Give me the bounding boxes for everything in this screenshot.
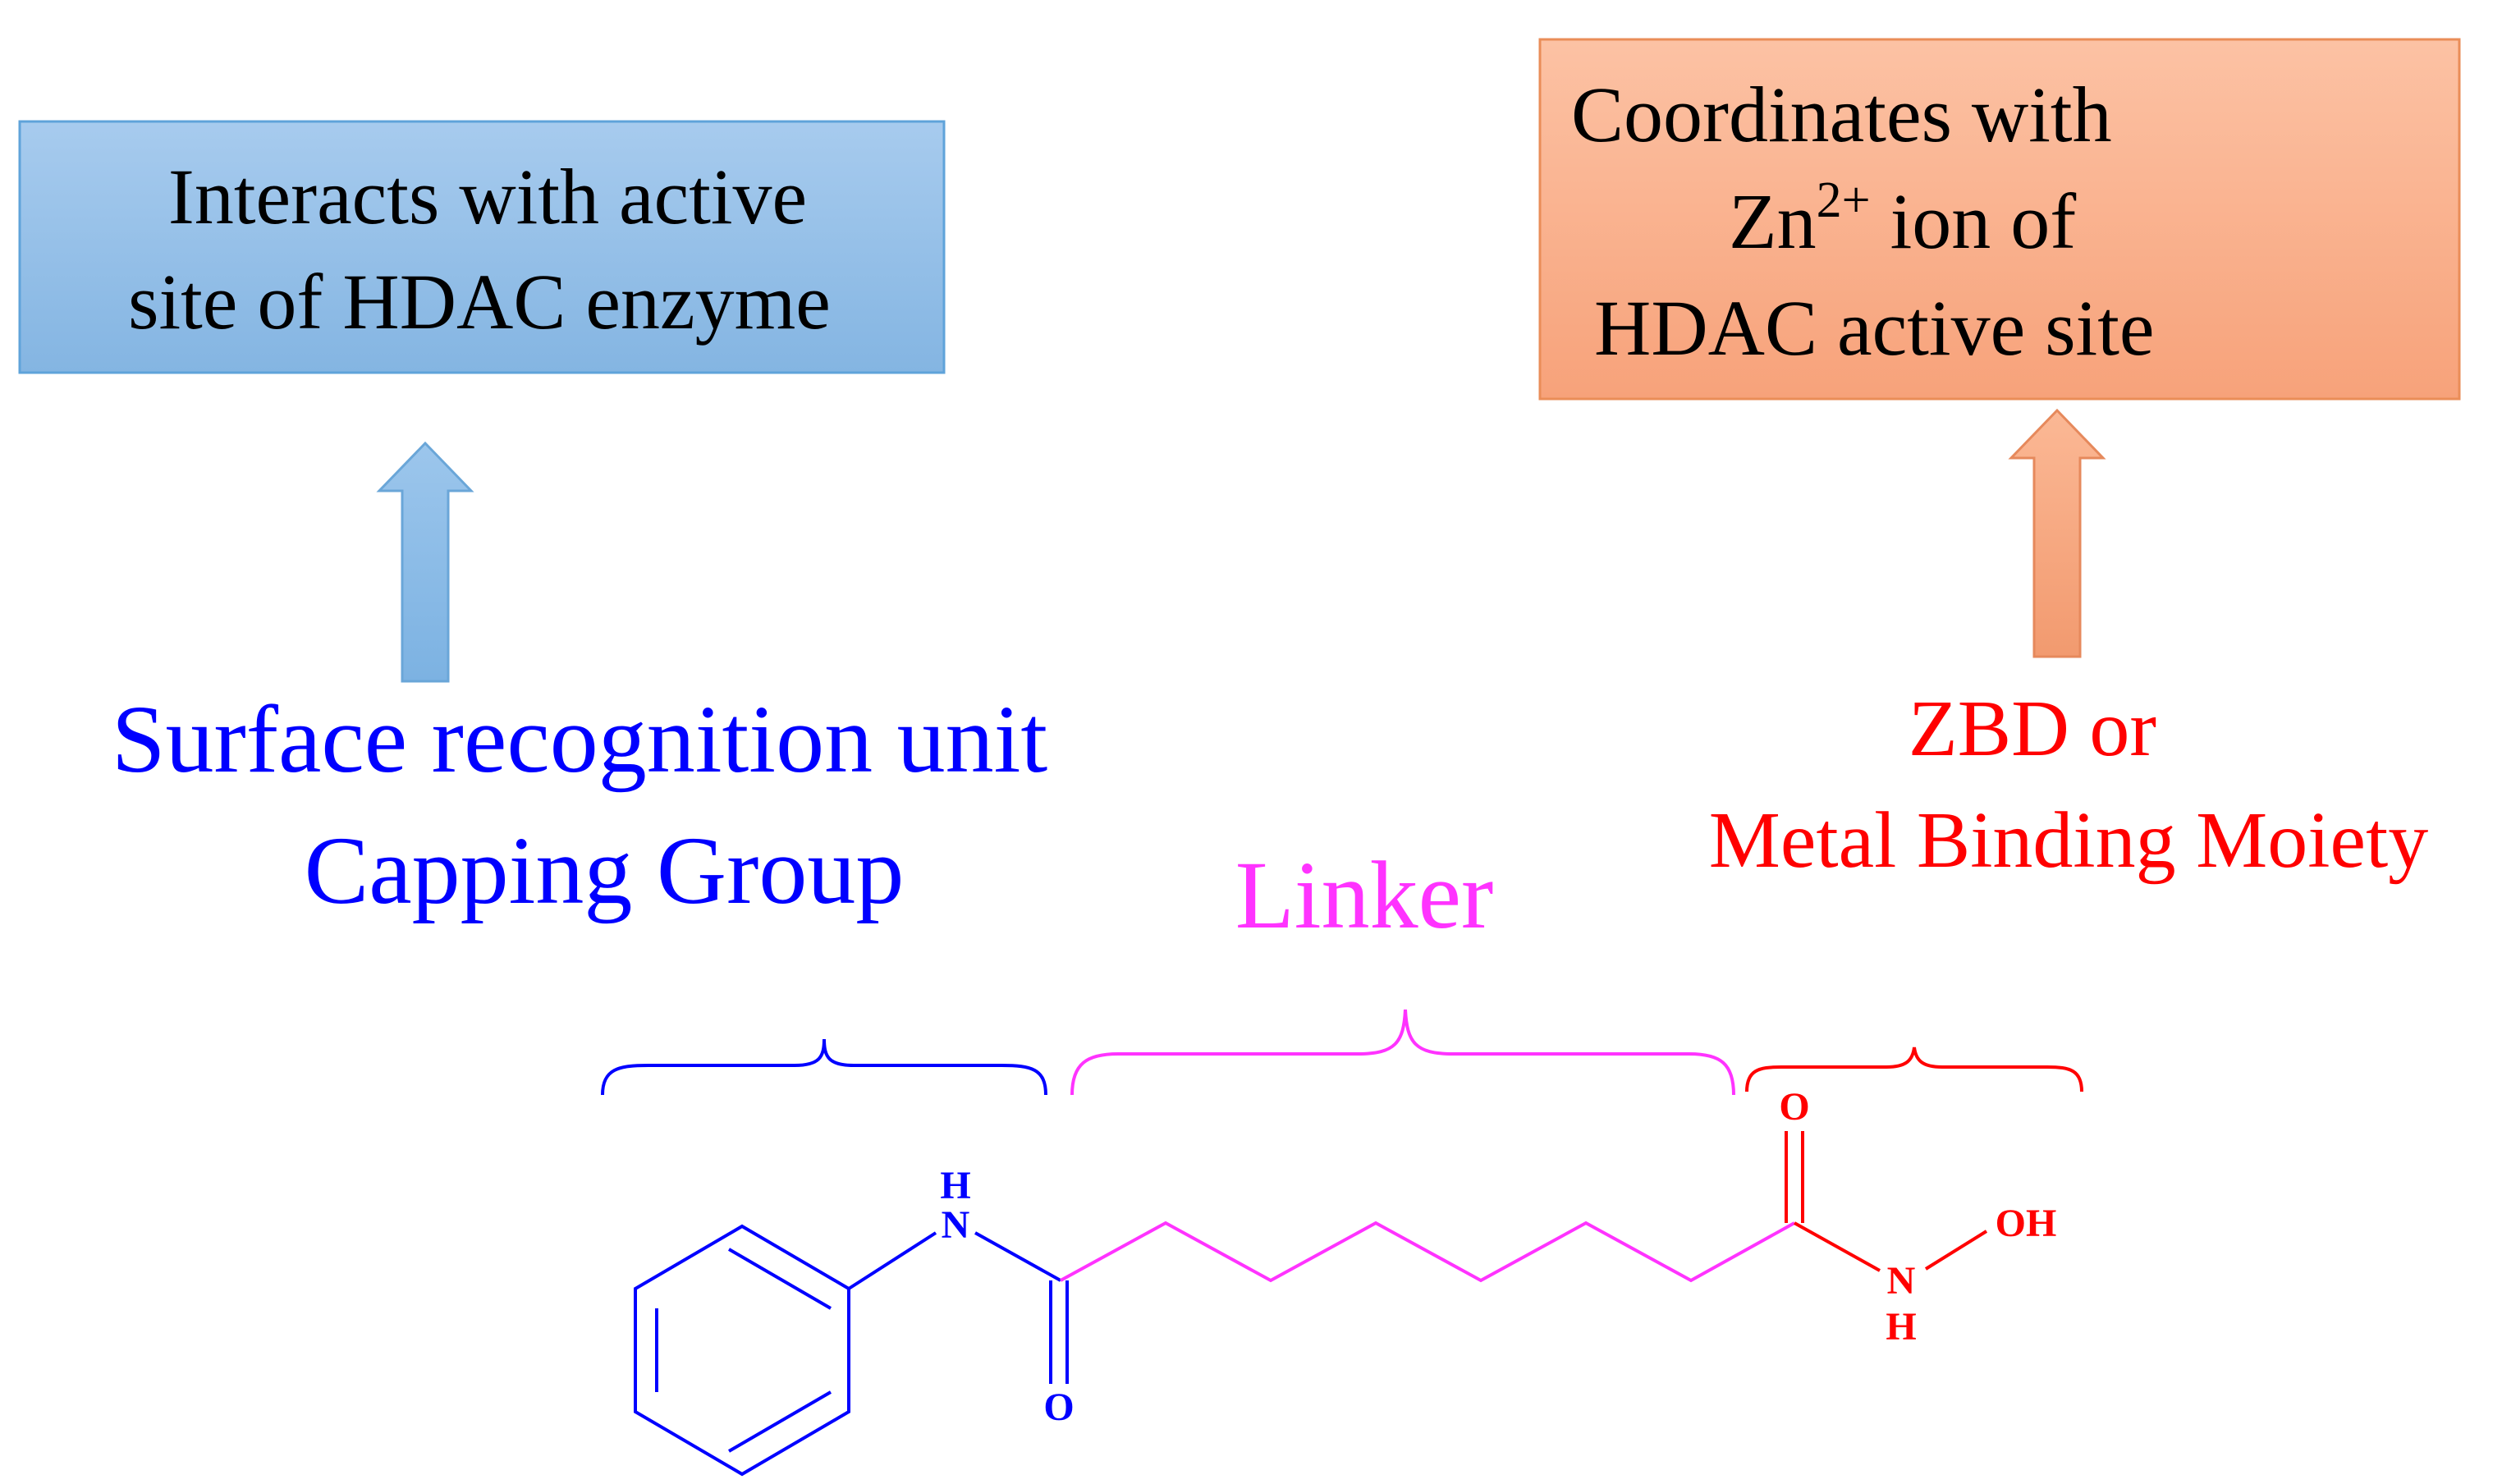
zinc-coordination-box-line-1: Coordinates with: [1571, 71, 2112, 158]
active-site-box-background: [18, 120, 946, 374]
linker-brace: [1070, 1009, 1735, 1096]
capping-group-up-arrow: [376, 441, 474, 683]
zinc-symbol: Zn: [1729, 177, 1817, 265]
zinc-charge-superscript: 2+: [1817, 172, 1871, 228]
zbd-brace: [1745, 1047, 2083, 1092]
hydroxamic-carbonyl-oxygen: O: [1779, 1085, 1809, 1129]
zinc-coordination-box-line-2: Zn2+ ion of: [1729, 172, 2076, 265]
active-site-box: Interacts with active site of HDAC enzym…: [18, 120, 946, 374]
vorinostat-structure: H N O O N H OH: [634, 1085, 2057, 1477]
linker-chain: [1060, 1221, 1795, 1283]
capping-group-bonds: [847, 1231, 1069, 1384]
zinc-coordination-box-background: [1538, 38, 2461, 401]
hydroxamic-nitrogen-hydrogen: H: [1886, 1305, 1916, 1349]
active-site-box-line-1: Interacts with active: [168, 153, 807, 240]
capping-group-brace: [601, 1038, 1047, 1096]
hydroxamic-acid-bonds: [1785, 1131, 1988, 1272]
zbd-label-line-2: Metal Binding Moiety: [1709, 796, 2429, 885]
amide-nitrogen: N: [942, 1203, 970, 1247]
capping-label-line-1: Surface recognition unit: [112, 685, 1048, 793]
zbd-up-arrow: [2008, 408, 2106, 658]
amide-nitrogen-hydrogen: H: [940, 1164, 970, 1207]
zbd-label-line-1: ZBD or: [1909, 685, 2156, 773]
zinc-coordination-box: Coordinates with Zn2+ ion of HDAC active…: [1538, 38, 2461, 401]
linker-label: Linker: [1235, 841, 1494, 949]
hydroxyl-group: OH: [1996, 1202, 2057, 1245]
capping-label-line-2: Capping Group: [305, 817, 905, 924]
phenyl-ring: [634, 1224, 850, 1477]
zinc-coordination-box-line-3: HDAC active site: [1594, 284, 2155, 372]
active-site-box-line-2: site of HDAC enzyme: [128, 258, 831, 346]
amide-oxygen: O: [1043, 1386, 1074, 1429]
hydroxamic-nitrogen: N: [1887, 1259, 1916, 1303]
zinc-line-suffix: ion of: [1871, 177, 2077, 265]
